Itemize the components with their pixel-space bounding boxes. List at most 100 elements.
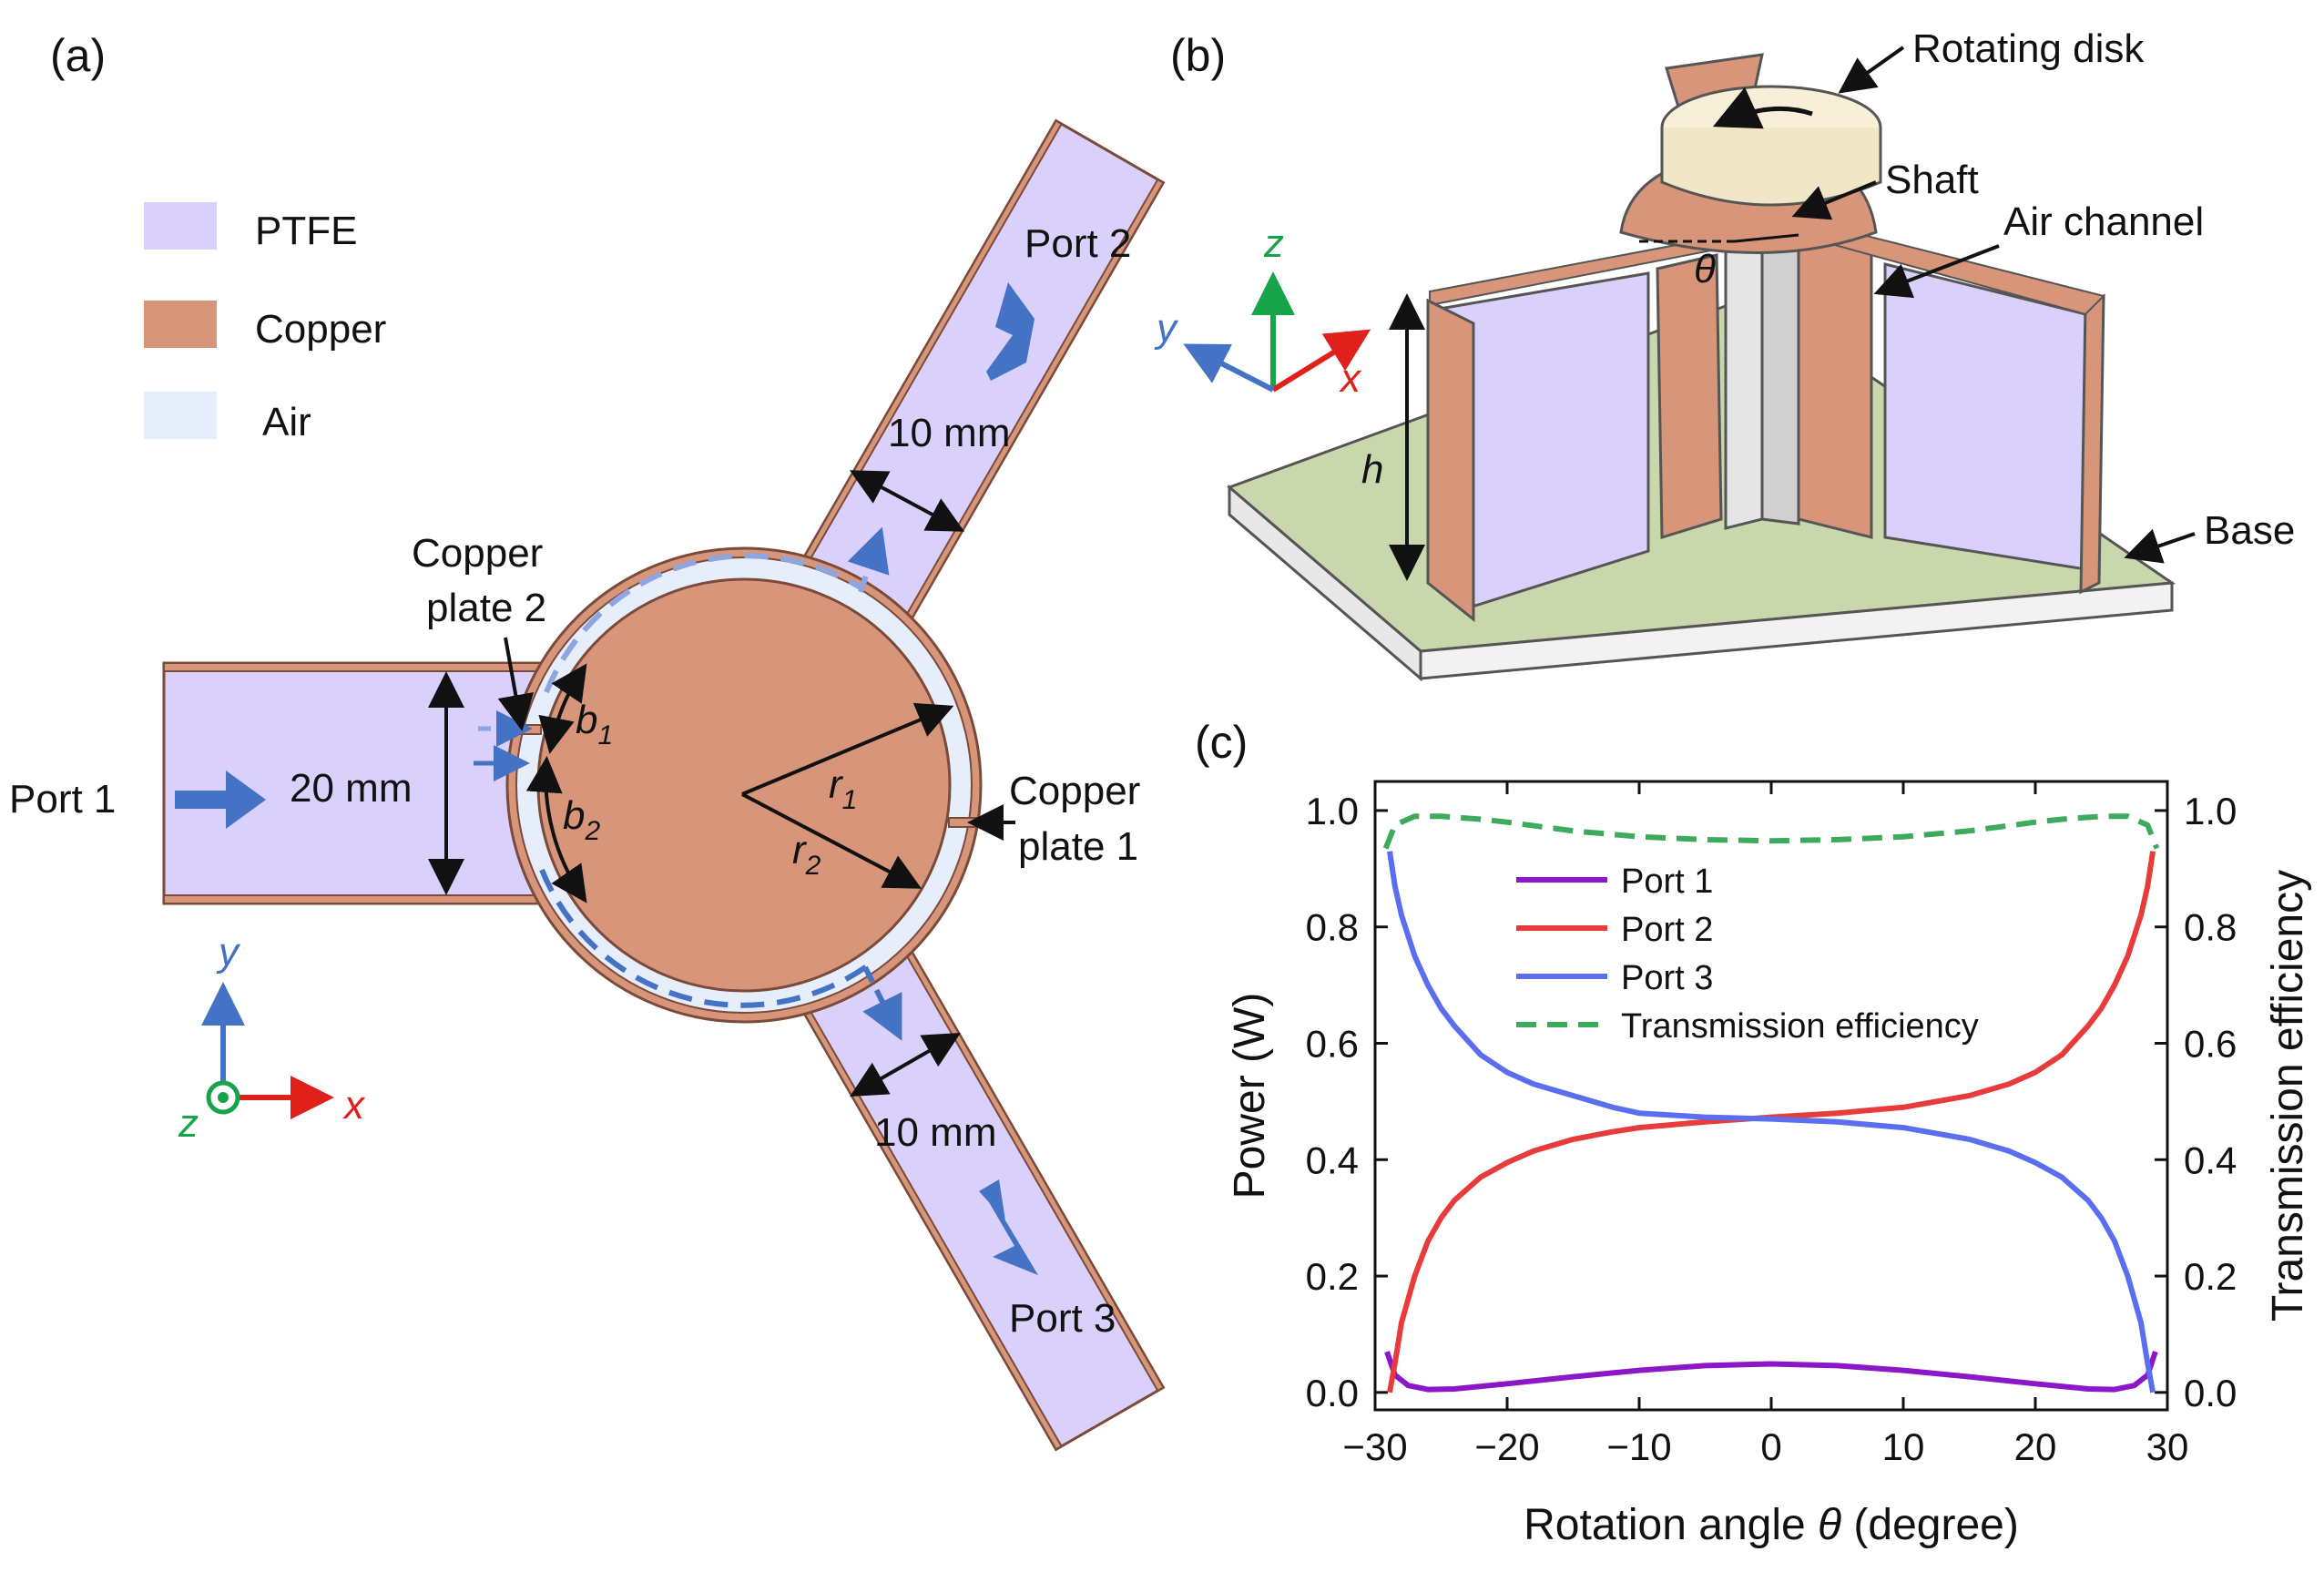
port2-label: Port 2 [1024,221,1131,266]
dim-10mm-lower-arrow [850,1033,961,1097]
port2-output-arrow [986,282,1035,381]
legend-swatch-air [144,392,217,439]
copper-plate-2 [507,724,542,735]
rotating-disk-label: Rotating disk [1912,26,2145,71]
y-tick-label: 0.4 [1306,1138,1359,1181]
y2-tick-label: 1.0 [2184,790,2237,832]
panel-a: (a) PTFE Copper Air [9,30,1166,1452]
legend-label: Port 2 [1621,911,1713,949]
dim-10mm-upper-label: 10 mm [888,411,1010,455]
panel-c-label: (c) [1195,717,1248,768]
port1-copper-top [163,662,556,672]
b2-arc [525,756,587,903]
flow-arrow-port3 [862,965,902,1041]
x-tick-label: 10 [1882,1425,1925,1468]
r1-label: r1 [829,762,857,815]
flow-path-lower [539,868,876,1008]
copper-plate1-label-line2: plate 1 [1018,824,1138,869]
legend-air: Air [262,400,311,444]
flow-path-upper [544,553,862,694]
y-tick-label: 0.2 [1306,1255,1359,1298]
shaft-pointer [1791,180,1877,220]
b2-label: b2 [563,793,600,846]
port1-input-arrow [175,771,266,829]
left-wall-copper-inner [1656,253,1723,540]
series-line-port-3 [1387,851,2156,1393]
legend-swatch-copper [144,301,217,348]
base-front-right [1419,581,2174,680]
r2-label: r2 [792,828,821,881]
theta-label: θ [1694,247,1716,291]
left-wall-copper-outer [1426,298,1475,623]
y2-tick-label: 0.6 [2184,1023,2237,1066]
theta-line [1734,233,1799,243]
b1-arc [538,663,587,754]
axis-a-z-dot [218,1092,229,1103]
legend-label: Port 3 [1621,959,1713,997]
axis-a-z-label: z [178,1101,199,1146]
shaft-label: Shaft [1885,158,1979,202]
x-axis-title: Rotation angle θ (degree) [1524,1501,2019,1549]
legend-label: Transmission efficiency [1621,1007,1979,1046]
axis-b-z-label: z [1263,221,1284,266]
axis-b-y-label: y [1154,306,1179,351]
air-channel-label: Air channel [2003,199,2204,244]
port1-label: Port 1 [9,777,116,822]
y2-tick-label: 0.4 [2184,1138,2237,1181]
air-channel-pointer [1873,244,2000,299]
port1-copper-bottom [163,894,556,904]
axis-b-x-label: x [1339,356,1362,401]
x-tick-label: 0 [1760,1425,1781,1468]
y-tick-label: 0.6 [1306,1023,1359,1066]
base-label: Base [2204,508,2295,553]
rotating-disk-pointer [1838,46,1905,94]
dim-10mm-upper-arrow [849,470,965,532]
legend-ptfe: PTFE [255,209,357,253]
x-tick-label: −10 [1606,1425,1671,1468]
copper-plate2-pointer [497,637,535,731]
base-pointer [2124,528,2196,564]
x-tick-label: −30 [1342,1425,1407,1468]
legend-swatch-ptfe [144,202,217,250]
copper-plate1-label-line1: Copper [1009,769,1140,813]
inner-copper-disk [536,577,952,993]
y-tick-label: 0.0 [1306,1372,1359,1414]
y2-axis-title: Transmission efficiency [2264,870,2312,1322]
dim-10mm-lower-label: 10 mm [874,1110,996,1155]
rotating-disk-direction-arrow [1712,87,1813,129]
port3-output-arrow [979,1179,1038,1275]
axis-b-x-arrow [1271,329,1371,393]
x-tick-label: −20 [1474,1425,1539,1468]
axis-a-x-label: x [342,1083,366,1128]
panel-b: (b) θ h Rotating disk [1154,26,2295,682]
series-line-transmission-efficiency [1382,813,2160,850]
axis-a-y-label: y [216,930,241,975]
copper-plate2-label-line2: plate 2 [426,586,546,630]
y-axis-title: Power (W) [1226,993,1274,1199]
r1-line [741,702,954,796]
right-wall-copper-outer [2079,293,2105,595]
plot-frame [1373,780,2169,1412]
y-tick-label: 0.8 [1306,906,1359,949]
y2-tick-label: 0.8 [2184,906,2237,949]
legend-copper: Copper [255,307,386,352]
dim-20mm-label: 20 mm [290,766,412,811]
legend-label: Port 1 [1621,863,1713,901]
h-label: h [1361,447,1383,492]
panel-a-label: (a) [50,30,106,81]
y-tick-label: 1.0 [1306,790,1359,832]
b1-label: b1 [576,698,613,750]
y2-tick-label: 0.2 [2184,1255,2237,1298]
x-tick-label: 20 [2014,1425,2057,1468]
right-wall-copper-inner [1797,230,1873,539]
r2-line [741,792,922,889]
series-line-port-1 [1384,1351,2158,1393]
x-tick-label: 30 [2146,1425,2189,1468]
copper-plate2-label-line1: Copper [412,531,543,576]
port3-label: Port 3 [1009,1296,1116,1341]
axis-b-y-arrow [1183,343,1275,393]
right-wall-ptfe [1883,262,2087,571]
flow-arrow-port2 [847,526,890,593]
